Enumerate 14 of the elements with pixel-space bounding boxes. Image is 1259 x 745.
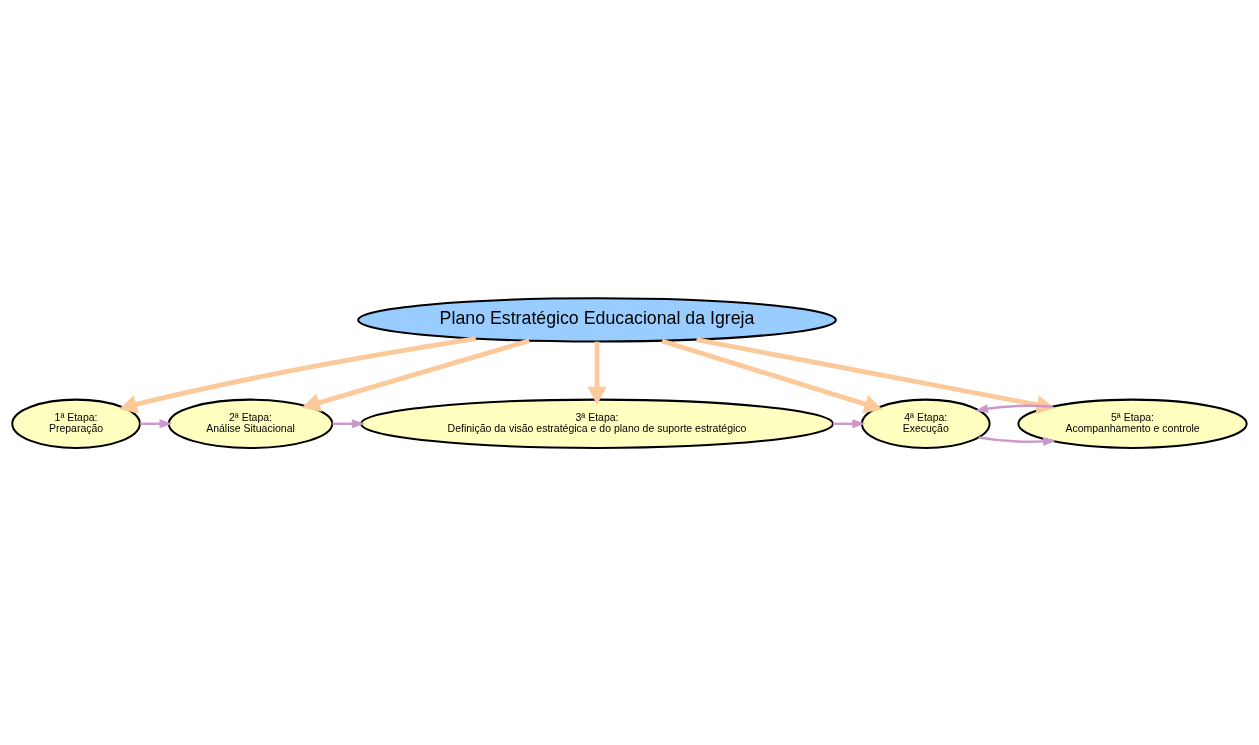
arrow: [696, 336, 1055, 414]
node-ellipse: 2ª Etapa: Análise Situacional: [167, 398, 334, 449]
arrow: [587, 341, 607, 405]
node-ellipse: Plano Estratégico Educacional da Igreja: [357, 296, 837, 343]
node-ellipse: 1ª Etapa: Preparação: [11, 398, 141, 449]
arrow: [332, 418, 365, 428]
arrow: [118, 335, 477, 414]
node-ellipse: 3ª Etapa: Definição da visão estratégica e do plano de suporte estratégico: [360, 398, 834, 449]
arrow: [975, 403, 1053, 413]
arrow: [140, 418, 173, 428]
arrow: [833, 418, 866, 428]
arrow: [301, 337, 530, 412]
arrow: [978, 435, 1056, 446]
arrow: [661, 338, 883, 413]
